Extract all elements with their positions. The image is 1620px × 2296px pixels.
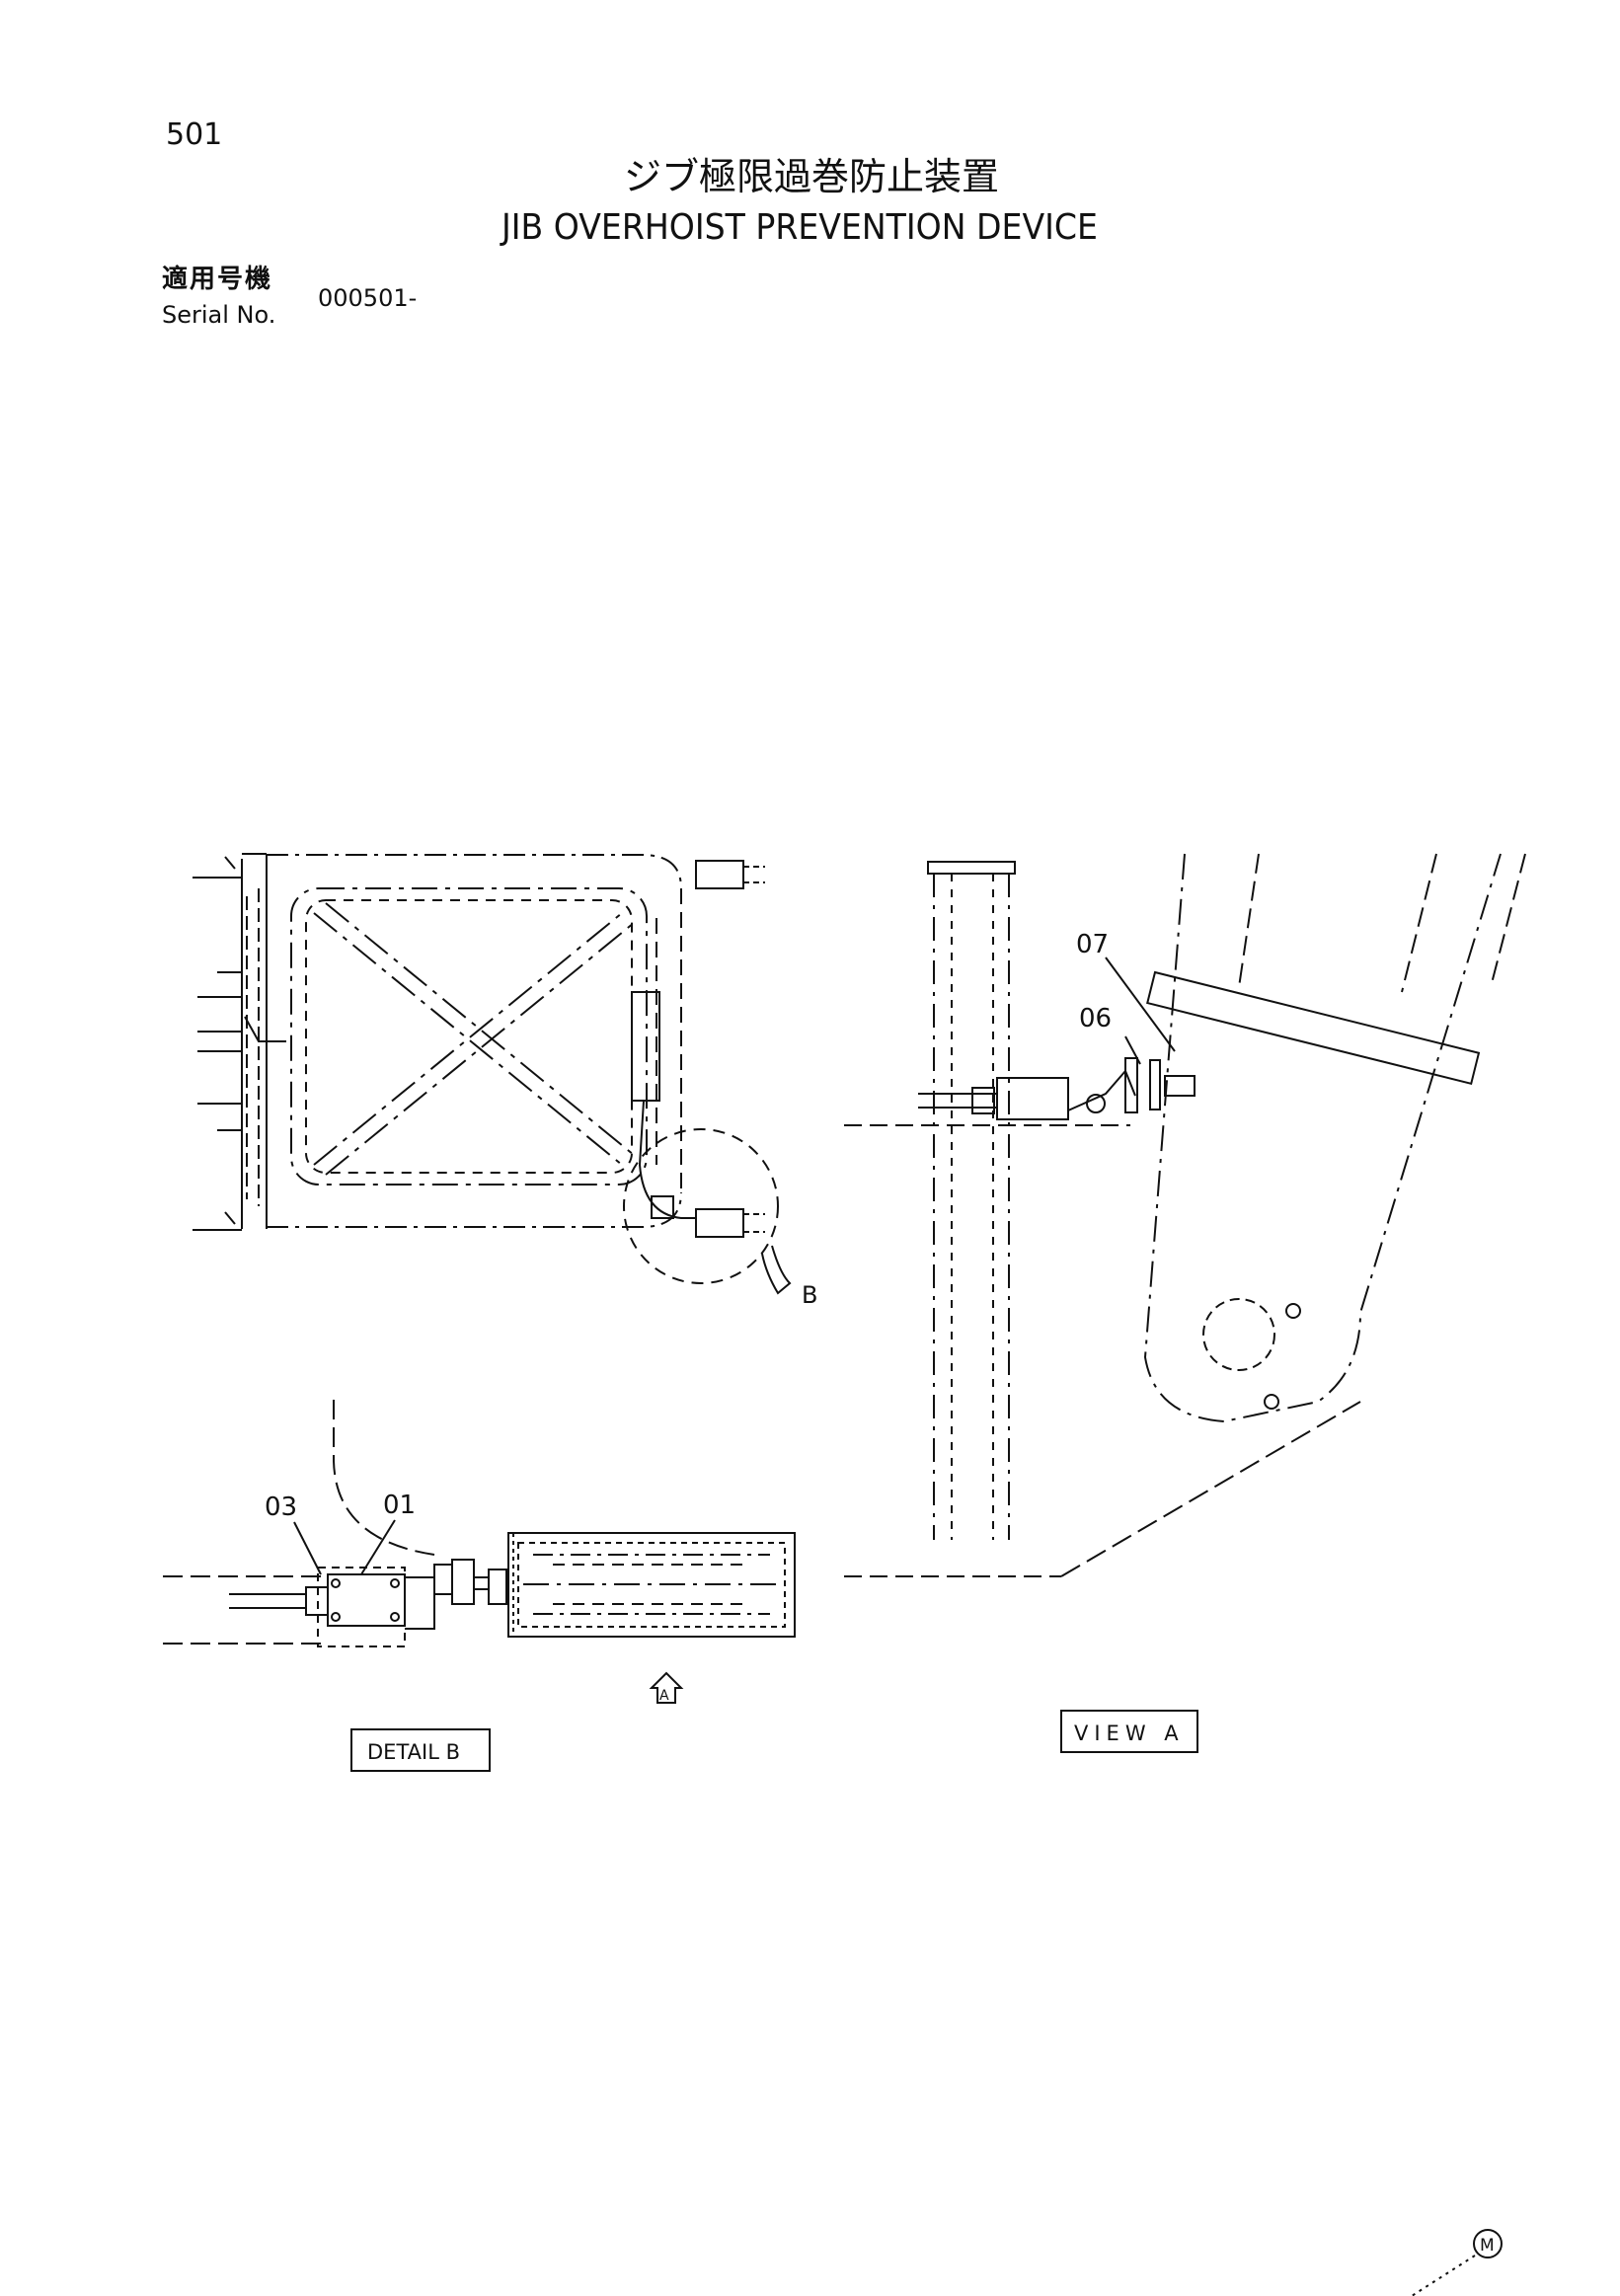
corner-mark-letter: M (1480, 2236, 1495, 2256)
callout-part-07: 07 (1076, 930, 1109, 959)
callout-part-06: 06 (1079, 1004, 1112, 1033)
jib-frame-plan-view (193, 853, 765, 1238)
view-a-side-view (844, 853, 1526, 1577)
detail-b-circle (623, 1128, 779, 1284)
page-number: 501 (166, 117, 223, 152)
title-japanese: ジブ極限過巻防止装置 (624, 155, 1000, 198)
view-a-arrow-letter: A (659, 1688, 669, 1704)
detail-b-label-box (350, 1728, 491, 1772)
detail-b-drawing (163, 1400, 796, 1647)
view-a-label-box (1060, 1710, 1198, 1753)
callout-part-03: 03 (265, 1492, 297, 1522)
serial-number-value: 000501- (318, 284, 418, 312)
title-english: JIB OVERHOIST PREVENTION DEVICE (501, 207, 1098, 248)
serial-label-japanese: 適用号機 (162, 265, 273, 294)
corner-mark-circle (1473, 2229, 1503, 2258)
callout-detail-b-ref: B (802, 1281, 817, 1309)
callout-part-01: 01 (383, 1491, 416, 1520)
view-a-arrow-icon (649, 1671, 684, 1704)
view-a-label: VIEW A (1074, 1722, 1185, 1745)
detail-b-label: DETAIL B (367, 1740, 460, 1764)
serial-label-english: Serial No. (162, 301, 276, 329)
